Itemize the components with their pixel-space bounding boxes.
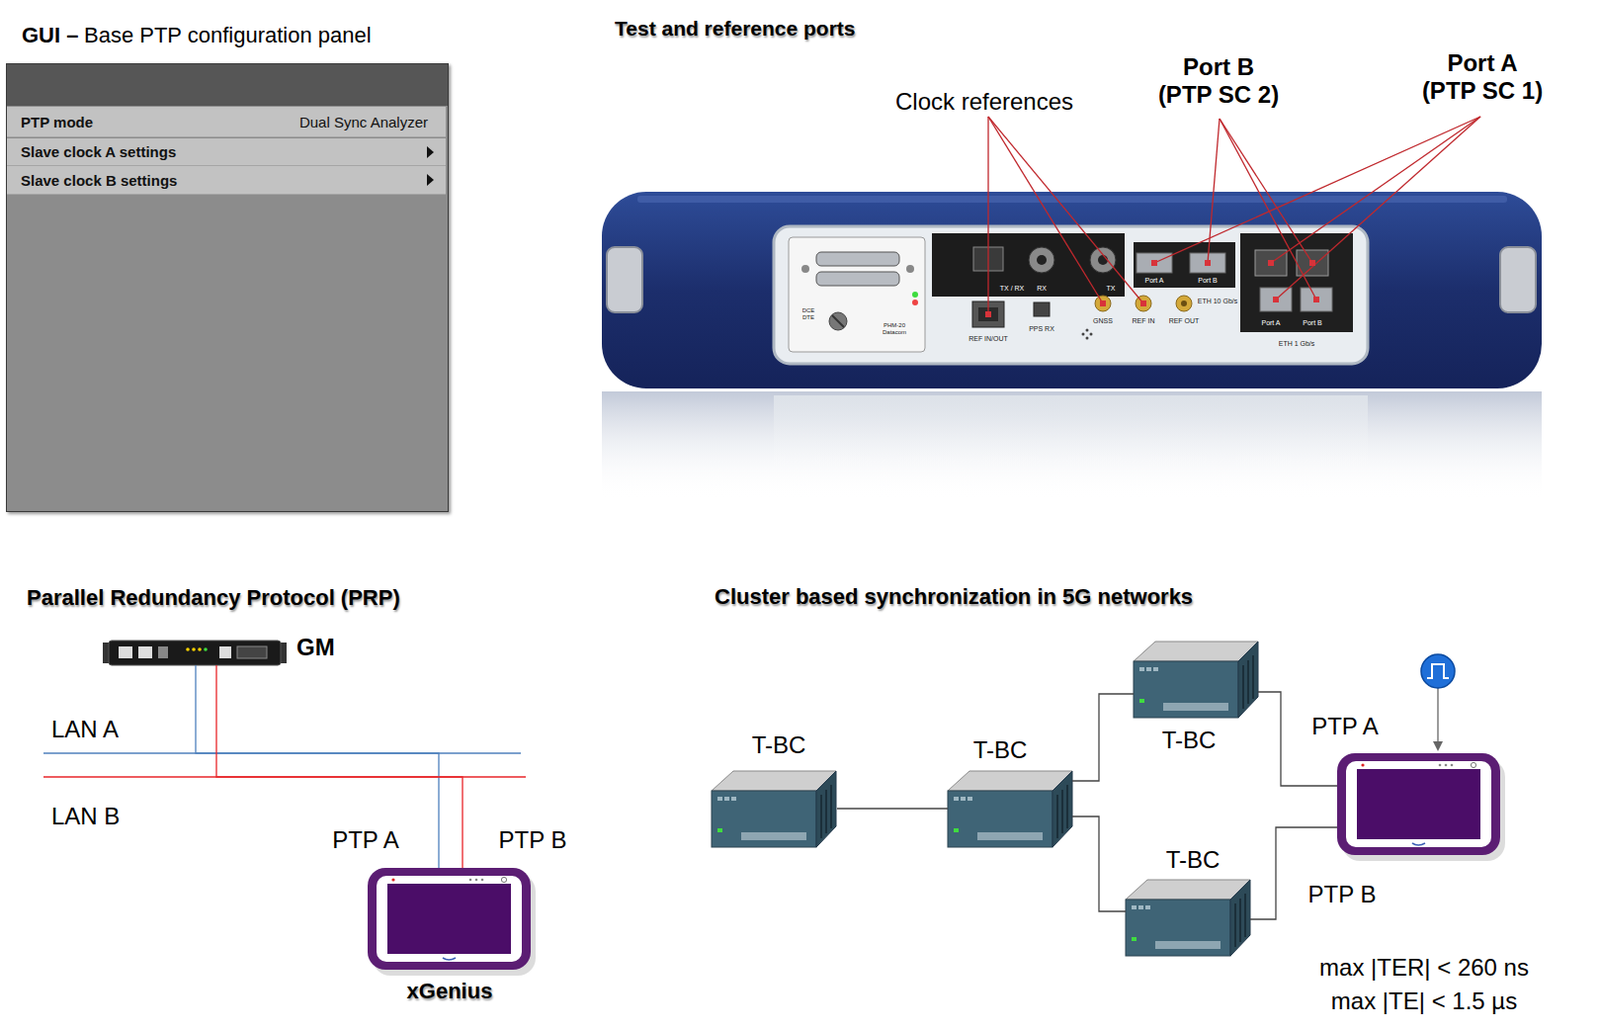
connector-line	[195, 665, 439, 868]
connector-label: PTP B	[499, 826, 568, 854]
panel-heading: GUI –	[21, 22, 79, 48]
connector-line	[1072, 816, 1126, 912]
port-label: Port A	[1261, 319, 1280, 328]
section-heading: Cluster based synchronization in 5G netw…	[714, 584, 1193, 609]
panel-row: Slave clock B settings	[6, 166, 446, 195]
row-value: Dual Sync Analyzer	[299, 113, 428, 131]
connector-line	[216, 665, 463, 868]
boundary-clock: T-BC	[711, 770, 838, 847]
panel-heading: Base PTP configuration panel	[84, 22, 372, 48]
port-label: PPS RX	[1028, 325, 1055, 334]
callout-label: Port A (PTP SC 1)	[1422, 49, 1544, 105]
row-label: PTP mode	[20, 113, 93, 131]
port-label: Port B	[1197, 276, 1217, 285]
module-label: PHM-20 Datacom	[882, 322, 907, 337]
callout-label: Port B (PTP SC 2)	[1158, 53, 1280, 109]
device-label: T-BC	[1166, 845, 1221, 874]
tester-device: max |TER| < 260 nsmax |TE| < 1.5 µs	[1337, 753, 1501, 858]
module-label: DCE DTE	[802, 307, 816, 322]
port-label: TX	[1106, 284, 1116, 293]
network-label: LAN B	[51, 802, 120, 831]
device-label: xGenius	[407, 978, 494, 1004]
device-label: GM	[296, 633, 336, 662]
port-label: REF IN/OUT	[968, 335, 1009, 343]
connector-label: PTP A	[332, 826, 400, 854]
port-label: REF IN	[1132, 317, 1156, 326]
callout-label: Clock references	[895, 87, 1074, 116]
panel-row: Slave clock A settings	[6, 138, 446, 167]
section-heading: Parallel Redundancy Protocol (PRP)	[26, 585, 401, 610]
device-label: T-BC	[1162, 726, 1217, 755]
connector-label: PTP A	[1311, 712, 1379, 741]
section-heading: Test and reference ports	[614, 16, 856, 41]
connector-line	[1072, 693, 1134, 781]
port-label: Port B	[1302, 319, 1322, 328]
limit-note: max |TER| < 260 ns	[1319, 953, 1529, 982]
port-label: Port A	[1144, 276, 1164, 285]
port-label: REF OUT	[1169, 317, 1200, 326]
boundary-clock: T-BC	[1125, 879, 1251, 955]
device-label: T-BC	[752, 731, 807, 759]
port-label: RX	[1036, 284, 1047, 293]
connector-line	[837, 807, 948, 809]
row-label: Slave clock A settings	[20, 143, 176, 161]
boundary-clock: T-BC	[947, 770, 1073, 847]
tester-device: xGenius	[367, 867, 531, 970]
config-panel: GUI –Base PTP configuration panelPTP mod…	[5, 63, 449, 512]
panel-row: PTP mode Dual Sync Analyzer	[6, 106, 446, 138]
device-label: T-BC	[973, 736, 1028, 764]
port-label: ETH 10 Gb/s	[1197, 297, 1238, 306]
limit-note: max |TE| < 1.5 µs	[1331, 987, 1517, 1015]
connector-label: PTP B	[1308, 880, 1377, 909]
network-label: LAN A	[51, 715, 119, 744]
boundary-clock: T-BC	[1133, 641, 1259, 715]
port-label: ETH 1 Gb/s	[1278, 339, 1316, 348]
row-label: Slave clock B settings	[20, 171, 177, 189]
grandmaster-device: GM	[108, 640, 281, 666]
port-label: TX / RX	[1000, 284, 1025, 293]
port-label: GNSS	[1093, 317, 1113, 326]
